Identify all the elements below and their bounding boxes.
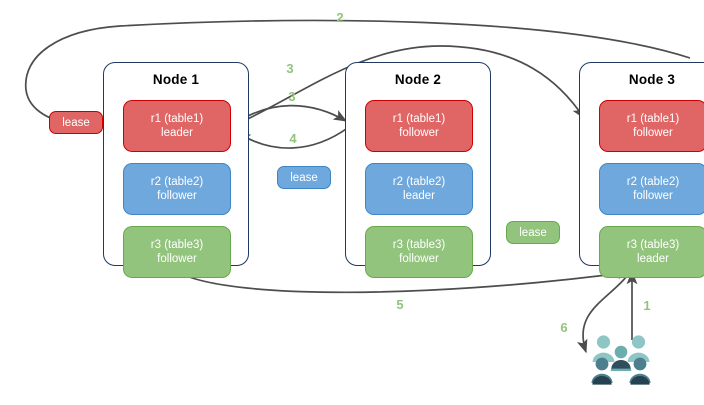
replica-node1-r3[interactable]: r3 (table3) follower xyxy=(123,226,231,278)
user-front-center xyxy=(611,360,631,369)
replica-node2-r3[interactable]: r3 (table3) follower xyxy=(365,226,473,278)
edge-label-3b: 3 xyxy=(284,89,300,104)
lease-label: lease xyxy=(290,171,318,184)
edge-label-text: 2 xyxy=(336,10,344,25)
lease-label: lease xyxy=(62,116,90,129)
replica-node3-r1[interactable]: r1 (table1) follower xyxy=(599,100,704,152)
lease-label: lease xyxy=(519,226,547,239)
replica-node1-r1[interactable]: r1 (table1) leader xyxy=(123,100,231,152)
node-title: Node 2 xyxy=(394,72,442,87)
replica-role: leader xyxy=(161,127,193,139)
edge-label-text: 6 xyxy=(560,320,568,335)
node-title: Node 1 xyxy=(152,72,200,87)
replica-name: r3 (table3) xyxy=(626,239,680,251)
edge-label-1: 1 xyxy=(639,298,655,313)
node-container-node3[interactable]: Node 3 r1 (table1) follower r2 (table2) … xyxy=(579,62,704,278)
replica-name: r3 (table3) xyxy=(150,239,204,251)
replica-role: follower xyxy=(633,190,673,202)
replica-name: r3 (table3) xyxy=(392,239,446,251)
node-container-node2[interactable]: Node 2 r1 (table1) follower r2 (table2) … xyxy=(345,62,491,278)
node-container-node1[interactable]: Node 1 r1 (table1) leader r2 (table2) fo… xyxy=(103,62,249,278)
lease-badge-table3[interactable]: lease xyxy=(506,221,560,244)
edge-label-2: 2 xyxy=(332,10,348,25)
users-group-icon[interactable] xyxy=(590,332,660,390)
edge-3-short-path xyxy=(233,104,348,125)
replica-node3-r3[interactable]: r3 (table3) leader xyxy=(599,226,704,278)
edge-label-4: 4 xyxy=(285,131,301,146)
replica-role: follower xyxy=(157,253,197,265)
edge-label-6: 6 xyxy=(556,320,572,335)
edge-label-text: 5 xyxy=(396,297,404,312)
edge-label-text: 1 xyxy=(643,298,651,313)
replica-role: follower xyxy=(399,127,439,139)
replica-role: leader xyxy=(403,190,435,202)
lease-badge-table2[interactable]: lease xyxy=(277,166,331,189)
replica-name: r1 (table1) xyxy=(150,113,204,125)
replica-role: leader xyxy=(637,253,669,265)
edge-label-5: 5 xyxy=(392,297,408,312)
replica-node2-r1[interactable]: r1 (table1) follower xyxy=(365,100,473,152)
edge-label-3a: 3 xyxy=(282,61,298,76)
replica-role: follower xyxy=(633,127,673,139)
lease-badge-table1[interactable]: lease xyxy=(49,111,103,134)
replica-node1-r2[interactable]: r2 (table2) follower xyxy=(123,163,231,215)
replica-name: r2 (table2) xyxy=(392,176,446,188)
edge-label-text: 3 xyxy=(286,61,294,76)
node-title: Node 3 xyxy=(628,72,676,87)
replica-node3-r2[interactable]: r2 (table2) follower xyxy=(599,163,704,215)
user-bottom-right xyxy=(630,376,650,385)
edge-label-text: 3 xyxy=(288,89,296,104)
replica-name: r2 (table2) xyxy=(150,176,204,188)
user-bottom-left xyxy=(592,376,612,385)
replica-name: r1 (table1) xyxy=(626,113,680,125)
replica-node2-r2[interactable]: r2 (table2) leader xyxy=(365,163,473,215)
replica-role: follower xyxy=(157,190,197,202)
replica-role: follower xyxy=(399,253,439,265)
edge-label-text: 4 xyxy=(289,131,297,146)
replica-name: r1 (table1) xyxy=(392,113,446,125)
replica-name: r2 (table2) xyxy=(626,176,680,188)
users-group-svg xyxy=(591,335,651,385)
